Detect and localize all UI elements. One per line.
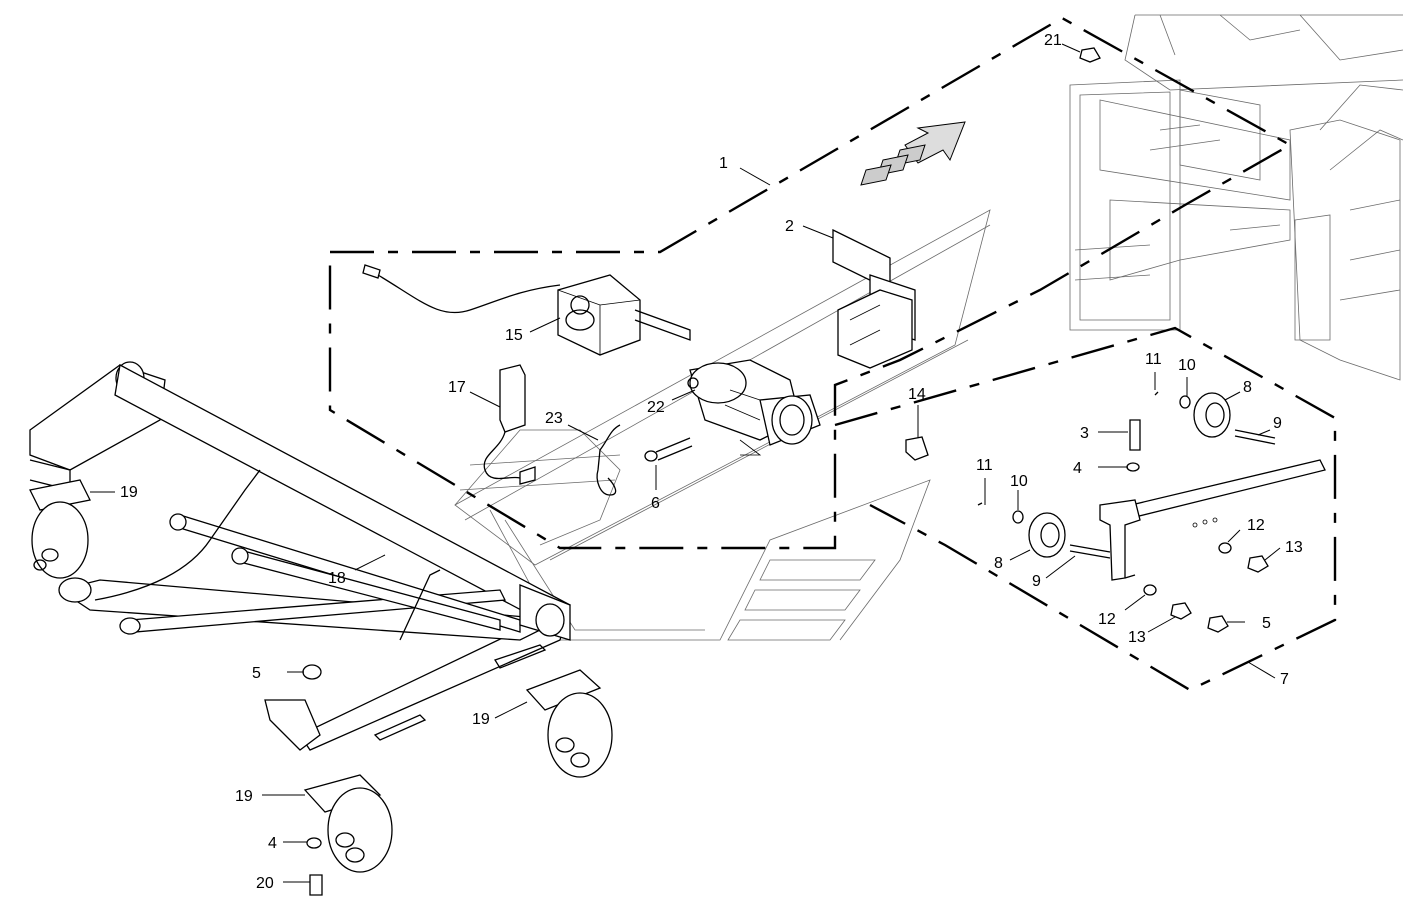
callout-12: 12 xyxy=(1247,517,1265,534)
machine-frame xyxy=(1069,14,1403,381)
callout-labels: 1 2 3 4 4 5 5 6 7 8 8 9 9 10 10 11 11 12… xyxy=(120,32,1303,892)
mounting-bracket xyxy=(832,228,916,369)
caster-hardware xyxy=(302,664,323,896)
nut-21 xyxy=(1079,47,1101,63)
callout-3: 3 xyxy=(1080,425,1089,442)
callout-17: 17 xyxy=(448,379,466,396)
callout-2: 2 xyxy=(785,218,794,235)
callout-11: 11 xyxy=(1145,351,1162,368)
callout-20: 20 xyxy=(256,875,274,892)
direction-arrow xyxy=(860,121,966,186)
callout-15: 15 xyxy=(505,327,523,344)
caster-wheel-1 xyxy=(29,479,91,579)
callout-22: 22 xyxy=(647,399,665,416)
callout-12: 12 xyxy=(1098,611,1116,628)
callout-1: 1 xyxy=(719,155,728,172)
callout-4: 4 xyxy=(268,835,277,852)
callout-8: 8 xyxy=(1243,379,1252,396)
group-outline-7 xyxy=(834,326,1337,692)
callout-21: 21 xyxy=(1044,32,1062,49)
transport-cart xyxy=(29,361,571,751)
lanyard xyxy=(596,424,621,496)
sensor xyxy=(905,436,929,461)
bolt-6 xyxy=(644,437,693,462)
callout-19: 19 xyxy=(472,711,490,728)
control-box xyxy=(362,264,691,356)
callout-19: 19 xyxy=(120,484,138,501)
callout-11: 11 xyxy=(976,457,993,474)
callout-10: 10 xyxy=(1010,473,1028,490)
callout-6: 6 xyxy=(651,495,660,512)
callout-14: 14 xyxy=(908,386,926,403)
callout-13: 13 xyxy=(1285,539,1303,556)
callout-13: 13 xyxy=(1128,629,1146,646)
hand-remote xyxy=(483,364,536,485)
winch xyxy=(687,359,821,456)
leader-lines xyxy=(90,43,1281,883)
callout-4: 4 xyxy=(1073,460,1082,477)
callout-5: 5 xyxy=(1262,615,1271,632)
pulley-assembly xyxy=(977,391,1326,633)
callout-23: 23 xyxy=(545,410,563,427)
callout-9: 9 xyxy=(1273,415,1282,432)
callout-5: 5 xyxy=(252,665,261,682)
callout-9: 9 xyxy=(1032,573,1041,590)
callout-8: 8 xyxy=(994,555,1003,572)
callout-19: 19 xyxy=(235,788,253,805)
group-outline-1 xyxy=(328,16,1293,550)
callout-7: 7 xyxy=(1280,671,1289,688)
callout-18: 18 xyxy=(328,570,346,587)
caster-wheel-3 xyxy=(303,774,393,873)
caster-wheel-2 xyxy=(525,669,613,778)
callout-10: 10 xyxy=(1178,357,1196,374)
